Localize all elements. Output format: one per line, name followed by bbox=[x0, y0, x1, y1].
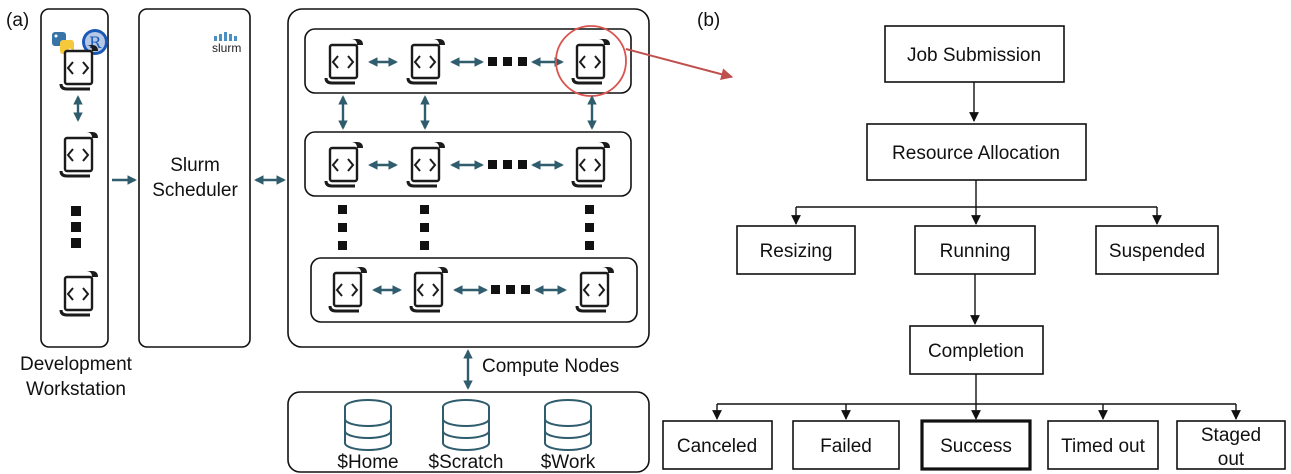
job-submission-box bbox=[884, 25, 1065, 83]
scheduler-label-line1: Slurm bbox=[170, 155, 220, 176]
highlight-arrow bbox=[625, 48, 734, 81]
completion-text: Completion bbox=[928, 341, 1024, 362]
script-icon bbox=[324, 140, 365, 188]
ellipsis-horizontal bbox=[491, 285, 530, 294]
panel-b-label: (b) bbox=[697, 10, 720, 31]
script-icon bbox=[324, 37, 365, 85]
running-box bbox=[914, 225, 1036, 275]
running-text: Running bbox=[940, 241, 1011, 262]
storage-scratch-label: $Scratch bbox=[429, 452, 504, 473]
resource-allocation-box bbox=[866, 123, 1087, 181]
completion-box bbox=[909, 325, 1044, 375]
ellipsis-horizontal bbox=[488, 160, 527, 169]
resizing-text: Resizing bbox=[760, 241, 833, 262]
workstation-box bbox=[40, 8, 109, 348]
failed-text: Failed bbox=[820, 436, 872, 457]
script-icon bbox=[406, 140, 447, 188]
staged-out-box bbox=[1176, 420, 1286, 470]
script-icon bbox=[59, 130, 100, 178]
timed-out-box bbox=[1047, 420, 1159, 470]
job-submission-text: Job Submission bbox=[907, 45, 1041, 66]
storage-home-label: $Home bbox=[337, 452, 398, 473]
resizing-box bbox=[736, 225, 856, 275]
scheduler-box bbox=[138, 8, 251, 348]
script-icon bbox=[59, 43, 100, 91]
script-icon bbox=[571, 37, 612, 85]
script-icon bbox=[59, 269, 100, 317]
slurm-logo-icon: slurm bbox=[212, 32, 241, 55]
script-icon bbox=[409, 265, 450, 313]
compute-nodes-label: Compute Nodes bbox=[482, 356, 619, 377]
workstation-caption-line1: Development bbox=[20, 354, 133, 375]
r-icon: R bbox=[82, 29, 108, 55]
database-icon bbox=[544, 399, 592, 451]
ellipsis-horizontal bbox=[488, 57, 527, 66]
success-box bbox=[920, 419, 1032, 471]
canceled-box bbox=[662, 420, 773, 470]
database-icon bbox=[344, 399, 392, 451]
staged-out-text-line1: Staged bbox=[1201, 425, 1261, 446]
staged-out-text-line2: out bbox=[1218, 449, 1245, 470]
workstation-caption-line2: Workstation bbox=[26, 379, 126, 400]
script-icon bbox=[328, 265, 369, 313]
ellipsis-vertical bbox=[71, 206, 81, 248]
suspended-text: Suspended bbox=[1109, 241, 1205, 262]
panel-a-label: (a) bbox=[6, 10, 29, 31]
database-icon bbox=[442, 399, 490, 451]
success-text: Success bbox=[940, 436, 1012, 457]
script-icon bbox=[406, 37, 447, 85]
storage-work-label: $Work bbox=[541, 452, 596, 473]
canceled-text: Canceled bbox=[677, 436, 757, 457]
script-icon bbox=[571, 140, 612, 188]
failed-box bbox=[792, 420, 900, 470]
scheduler-label-line2: Scheduler bbox=[152, 180, 238, 201]
timed-out-text: Timed out bbox=[1061, 436, 1145, 457]
script-icon bbox=[575, 265, 616, 313]
ellipsis-vertical bbox=[338, 205, 594, 250]
resource-allocation-text: Resource Allocation bbox=[892, 143, 1060, 164]
suspended-box bbox=[1095, 225, 1219, 275]
svg-text:slurm: slurm bbox=[212, 41, 241, 55]
